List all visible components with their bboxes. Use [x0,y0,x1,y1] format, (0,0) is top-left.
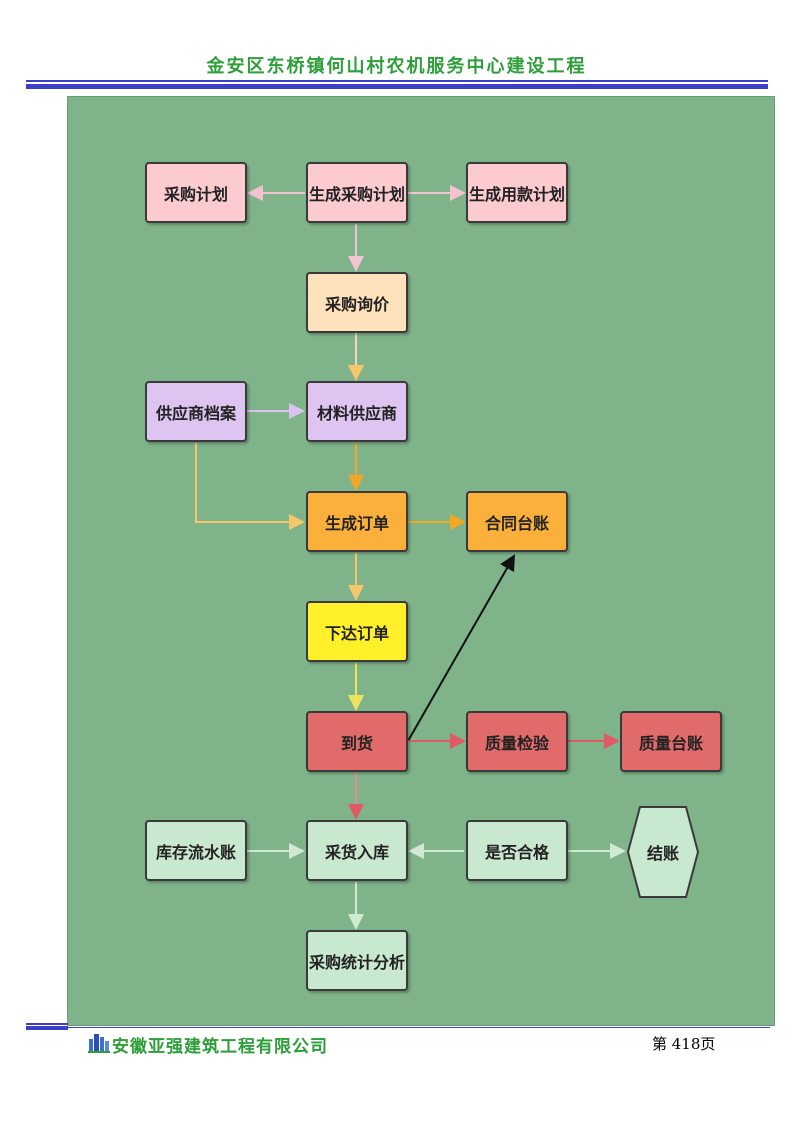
edge-arrival-to-contract [407,554,515,742]
node-issue-order: 下达订单 [306,601,408,662]
node-contract-ledger: 合同台账 [466,491,568,552]
footer-rule-thick [26,1026,68,1030]
node-quality-inspection: 质量检验 [466,711,568,772]
procurement-flowchart: 采购计划 生成采购计划 生成用款计划 采购询价 供应商档案 材料供应商 生成订单… [67,96,775,1026]
node-procurement-plan: 采购计划 [145,162,247,223]
node-quality-ledger: 质量台账 [620,711,722,772]
header-rule-thick [26,84,768,89]
node-material-supplier: 材料供应商 [306,381,408,442]
footer-company-name: 安徽亚强建筑工程有限公司 [112,1037,328,1057]
node-supplier-archive: 供应商档案 [145,381,247,442]
node-procurement-inquiry: 采购询价 [306,272,408,333]
node-inventory-journal: 库存流水账 [145,820,247,881]
header-rule-thin [26,80,768,82]
node-goods-warehousing: 采货入库 [306,820,408,881]
flowchart-connectors [195,185,626,930]
page-header-title: 金安区东桥镇何山村农机服务中心建设工程 [206,56,587,77]
node-arrival: 到货 [306,711,408,772]
node-generate-payment-plan: 生成用款计划 [466,162,568,223]
edge-archive-to-order [195,443,305,530]
node-generate-procurement-plan: 生成采购计划 [306,162,408,223]
node-settlement: 结账 [646,844,679,863]
footer-page-number: 第 418页 [652,1035,716,1053]
settlement-hexagon-shape [626,806,700,898]
node-procurement-statistics: 采购统计分析 [306,930,408,991]
node-qualified-check: 是否合格 [466,820,568,881]
node-generate-order: 生成订单 [306,491,408,552]
footer-rule-thin [26,1023,68,1025]
footer-rule-line [66,1027,770,1028]
building-logo-icon [88,1034,110,1053]
